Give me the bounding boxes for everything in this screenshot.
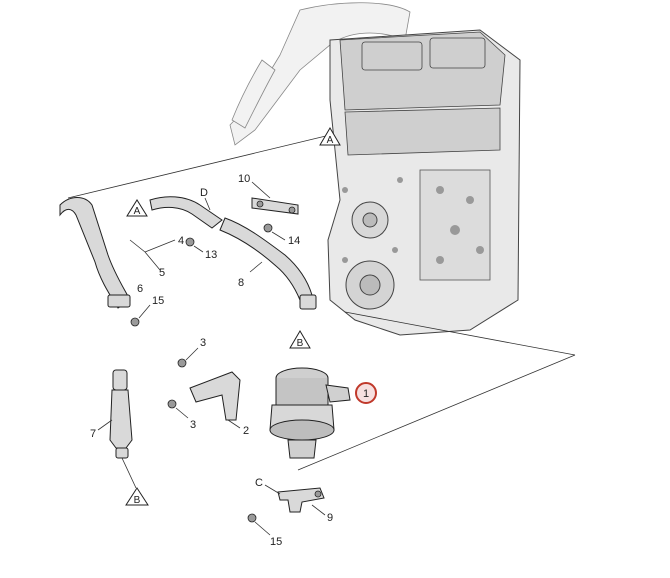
- leader-line: [344, 311, 576, 356]
- hose-7: [109, 369, 133, 459]
- bracket-9: [277, 487, 325, 513]
- callout-9: 9: [327, 512, 333, 524]
- svg-text:A: A: [134, 206, 141, 217]
- svg-text:B: B: [134, 495, 141, 506]
- callout-3b: 3: [190, 419, 196, 431]
- bolt-15-upper: [130, 317, 140, 327]
- bolt-3-lower: [167, 399, 177, 409]
- callout-13: 13: [205, 249, 217, 261]
- engine-block: [327, 29, 521, 336]
- callout-8: 8: [238, 277, 244, 289]
- bolt-3-upper: [177, 358, 187, 368]
- connector-b-pump: B: [289, 330, 311, 349]
- intake-duct-ghost: [229, 2, 411, 146]
- bracket-10: [251, 197, 299, 215]
- label-d: D: [200, 187, 208, 199]
- callout-14: 14: [288, 235, 300, 247]
- callout-3a: 3: [200, 337, 206, 349]
- leader-line: [67, 134, 331, 199]
- callout-7: 7: [90, 428, 96, 440]
- connector-a-left: A: [126, 199, 148, 217]
- connector-b-bottom: B: [125, 487, 149, 506]
- connector-a-engine: A: [319, 127, 341, 146]
- highlight-circle: [355, 382, 377, 404]
- bolt-15-lower: [247, 513, 257, 523]
- bracket-2: [189, 371, 241, 421]
- callout-6: 6: [137, 283, 143, 295]
- svg-text:A: A: [327, 135, 334, 146]
- callout-4: 4: [178, 235, 184, 247]
- callout-15b: 15: [270, 536, 282, 548]
- secondary-air-pump: [269, 367, 351, 459]
- bolt-13: [185, 237, 195, 247]
- hose-8: [149, 196, 317, 310]
- callout-15a: 15: [152, 295, 164, 307]
- leader-line: [297, 354, 576, 471]
- label-c: C: [255, 477, 263, 489]
- callout-5: 5: [159, 267, 165, 279]
- callout-10: 10: [238, 173, 250, 185]
- bolt-14: [263, 223, 273, 233]
- callout-2: 2: [243, 425, 249, 437]
- hose-4: [59, 197, 131, 309]
- callout-1: 1: [363, 388, 369, 400]
- svg-text:B: B: [297, 338, 304, 349]
